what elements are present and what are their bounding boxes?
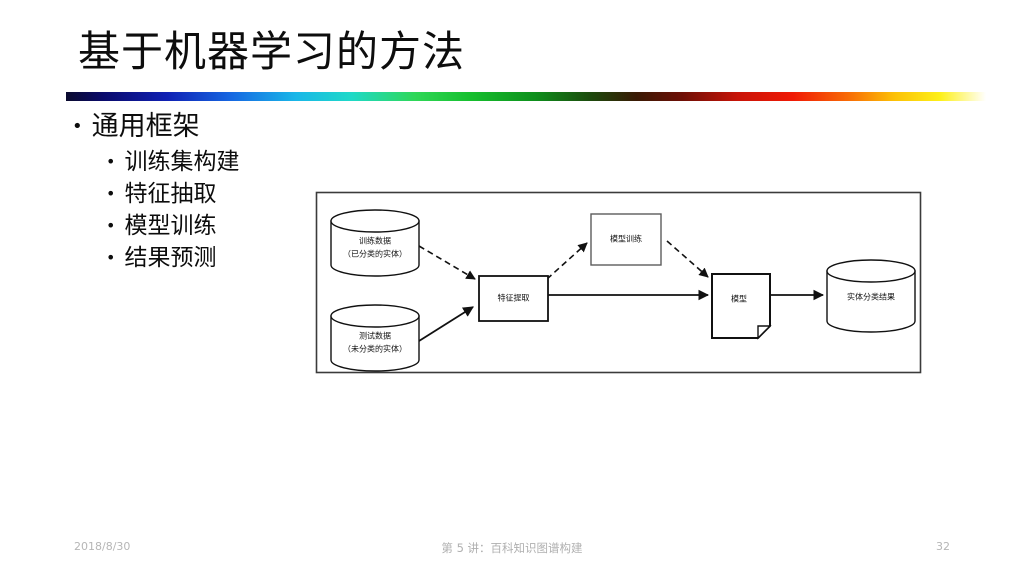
bullet-item-level1: • 通用框架 (72, 108, 326, 146)
node-model-training: 模型训练 (590, 213, 662, 266)
node-model: 模型 (711, 273, 772, 340)
bullet-label: 特征抽取 (124, 181, 217, 207)
footer-page-number: 32 (936, 540, 950, 553)
title-accent-rule (66, 92, 986, 101)
bullet-label: 通用框架 (91, 111, 200, 142)
bullet-label: 训练集构建 (124, 149, 240, 175)
bullet-label: 模型训练 (124, 213, 217, 239)
node-result: 实体分类结果 (826, 259, 916, 333)
node-label: （已分类的实体） (343, 249, 407, 259)
bullet-list: • 通用框架 • 训练集构建 • 特征抽取 • 模型训练 • 结果预测 (66, 108, 326, 274)
slide-footer: 2018/8/30 第 5 讲：百科知识图谱构建 32 (0, 538, 1024, 562)
bullet-marker-icon: • (106, 248, 116, 267)
node-test-data: 测试数据 （未分类的实体） (330, 304, 420, 372)
node-label: 模型 (731, 294, 747, 304)
node-label: （未分类的实体） (343, 344, 407, 354)
node-label: 特征提取 (498, 293, 530, 303)
bullet-marker-icon: • (72, 116, 83, 137)
bullet-item-level2: • 特征抽取 (106, 178, 326, 210)
node-label: 训练数据 (359, 236, 391, 246)
node-training-data: 训练数据 （已分类的实体） (330, 209, 420, 277)
edge-training-to-model (666, 240, 709, 278)
node-label: 模型训练 (610, 234, 642, 244)
workflow-diagram: 训练数据 （已分类的实体） 测试数据 （未分类的实体） 特征提取 模型训练 模型 (315, 191, 922, 374)
edge-train-to-feature (418, 245, 476, 280)
bullet-marker-icon: • (106, 216, 116, 235)
bullet-marker-icon: • (106, 184, 116, 203)
bullet-item-level2: • 训练集构建 (106, 146, 326, 178)
bullet-label: 结果预测 (124, 245, 217, 271)
bullet-item-level2: • 模型训练 (106, 210, 326, 242)
footer-date: 2018/8/30 (74, 540, 131, 553)
bullet-item-level2: • 结果预测 (106, 242, 326, 274)
page-title: 基于机器学习的方法 (78, 27, 466, 76)
node-feature-extraction: 特征提取 (478, 275, 549, 322)
edge-feature-to-training (546, 242, 588, 280)
footer-subtitle: 第 5 讲：百科知识图谱构建 (441, 541, 583, 555)
node-label: 测试数据 (359, 331, 391, 341)
node-label: 实体分类结果 (847, 292, 895, 302)
bullet-marker-icon: • (106, 152, 116, 171)
edge-test-to-feature (418, 306, 474, 342)
